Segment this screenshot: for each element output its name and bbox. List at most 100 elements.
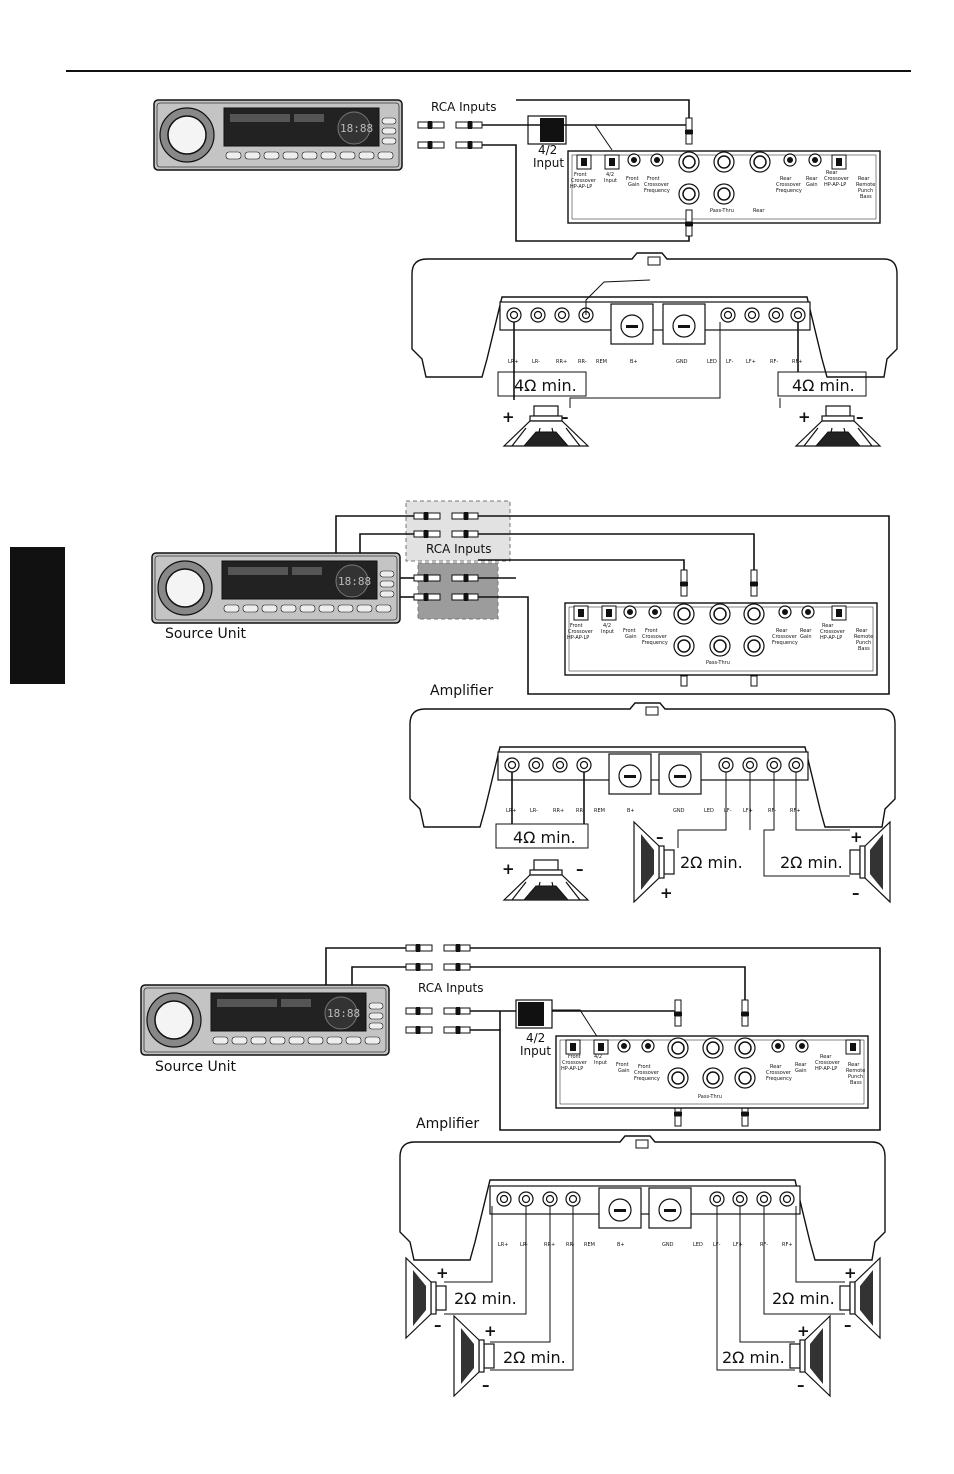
- svg-text:Front: Front: [645, 628, 658, 634]
- impedance-label-2a: 4Ω min.: [513, 828, 576, 847]
- svg-text:LF-: LF-: [726, 359, 734, 365]
- source-unit-label-2: Source Unit: [165, 626, 247, 642]
- svg-text:HP-AP-LP: HP-AP-LP: [815, 1066, 837, 1072]
- svg-text:+: +: [797, 1322, 810, 1340]
- svg-text:Rear: Rear: [822, 623, 834, 629]
- svg-text:HP-AP-LP: HP-AP-LP: [561, 1066, 583, 1072]
- svg-text:+: +: [484, 1322, 497, 1340]
- svg-text:B+: B+: [617, 1242, 625, 1248]
- svg-text:Rear: Rear: [856, 628, 868, 634]
- svg-text:Remote: Remote: [846, 1068, 865, 1074]
- svg-text:Pass-Thru: Pass-Thru: [698, 1094, 722, 1100]
- impedance-label-1a: 4Ω min.: [514, 376, 577, 395]
- svg-text:+: +: [844, 1264, 857, 1282]
- svg-text:–: –: [561, 408, 569, 426]
- svg-text:Remote: Remote: [854, 634, 873, 640]
- svg-text:RR+: RR+: [553, 808, 564, 814]
- svg-text:–: –: [576, 860, 584, 878]
- input-42-label-1: 4/2: [538, 143, 557, 157]
- svg-text:Rear: Rear: [826, 170, 838, 176]
- svg-text:+: +: [502, 860, 515, 878]
- svg-text:Crossover: Crossover: [568, 629, 594, 635]
- svg-text:Rear: Rear: [858, 176, 870, 182]
- svg-text:RF+: RF+: [790, 808, 801, 814]
- svg-text:–: –: [844, 1316, 852, 1334]
- svg-text:4/2: 4/2: [603, 623, 611, 629]
- source-unit-2: [151, 552, 401, 624]
- svg-text:Bass: Bass: [860, 194, 872, 200]
- svg-text:Rear: Rear: [800, 628, 812, 634]
- svg-text:LR-: LR-: [520, 1242, 528, 1248]
- svg-text:Gain: Gain: [628, 182, 640, 188]
- svg-text:–: –: [797, 1376, 805, 1394]
- svg-text:+: +: [502, 408, 515, 426]
- svg-text:Rear: Rear: [780, 176, 792, 182]
- svg-text:Rear: Rear: [848, 1062, 860, 1068]
- impedance-label-2c: 2Ω min.: [780, 853, 843, 872]
- rca-cables-1: [417, 120, 483, 150]
- svg-text:Front: Front: [623, 628, 636, 634]
- svg-text:Front: Front: [568, 1054, 581, 1060]
- svg-text:Crossover: Crossover: [644, 182, 670, 188]
- section-side-tab: [10, 547, 65, 684]
- input-42-label-1b: Input: [533, 156, 564, 170]
- svg-text:LF+: LF+: [743, 808, 753, 814]
- svg-text:Frequency: Frequency: [772, 640, 798, 646]
- impedance-label-1b: 4Ω min.: [792, 376, 855, 395]
- svg-text:REM: REM: [584, 1242, 595, 1248]
- svg-text:Front: Front: [638, 1064, 651, 1070]
- svg-text:Gain: Gain: [625, 634, 637, 640]
- svg-text:Gain: Gain: [618, 1068, 630, 1074]
- svg-text:–: –: [434, 1316, 442, 1334]
- source-unit-1: [153, 99, 403, 171]
- svg-text:Input: Input: [594, 1060, 607, 1066]
- input-42-label-3b: Input: [520, 1044, 551, 1058]
- rca-inputs-label-3: RCA Inputs: [418, 981, 483, 995]
- svg-text:HP-AP-LP: HP-AP-LP: [567, 635, 589, 641]
- svg-text:Crossover: Crossover: [776, 182, 802, 188]
- diagram-3: Source Unit RCA Inputs 4/2 Input: [140, 943, 886, 1397]
- diagram-2: Source Unit RCA Inputs: [151, 500, 896, 903]
- source-unit-3: [140, 984, 390, 1056]
- svg-text:Gain: Gain: [800, 634, 812, 640]
- amplifier-label-2: Amplifier: [430, 683, 493, 699]
- rca-inputs-label-1: RCA Inputs: [431, 100, 496, 114]
- svg-text:Rear: Rear: [776, 628, 788, 634]
- impedance-label-3c: 2Ω min.: [772, 1289, 835, 1308]
- impedance-label-3a: 2Ω min.: [454, 1289, 517, 1308]
- svg-text:Frequency: Frequency: [634, 1076, 660, 1082]
- svg-text:RR-: RR-: [578, 359, 587, 365]
- svg-text:Gain: Gain: [806, 182, 818, 188]
- svg-text:REM: REM: [594, 808, 605, 814]
- svg-text:Pass-Thru: Pass-Thru: [706, 660, 730, 666]
- svg-text:+: +: [798, 408, 811, 426]
- svg-text:4/2: 4/2: [594, 1054, 602, 1060]
- svg-text:LR-: LR-: [530, 808, 538, 814]
- svg-text:RF+: RF+: [782, 1242, 793, 1248]
- svg-text:REM: REM: [596, 359, 607, 365]
- svg-text:LED: LED: [704, 808, 714, 814]
- svg-text:GND: GND: [662, 1242, 674, 1248]
- diagram-1: RCA Inputs 4/2 Input Front Crossover HP-…: [153, 99, 898, 447]
- impedance-label-2b: 2Ω min.: [680, 853, 743, 872]
- svg-text:HP-AP-LP: HP-AP-LP: [824, 182, 846, 188]
- svg-text:Crossover: Crossover: [571, 178, 597, 184]
- svg-text:Pass-Thru: Pass-Thru: [710, 208, 734, 214]
- svg-text:B+: B+: [630, 359, 638, 365]
- svg-text:LED: LED: [693, 1242, 703, 1248]
- svg-text:RR-: RR-: [566, 1242, 575, 1248]
- svg-text:LF-: LF-: [724, 808, 732, 814]
- svg-text:–: –: [852, 884, 860, 902]
- svg-text:Rear: Rear: [820, 1054, 832, 1060]
- svg-text:RF-: RF-: [770, 359, 778, 365]
- svg-text:Crossover: Crossover: [642, 634, 668, 640]
- speaker-side-3d: [789, 1315, 831, 1397]
- svg-text:–: –: [656, 828, 664, 846]
- svg-text:Bass: Bass: [850, 1080, 862, 1086]
- svg-text:Front: Front: [647, 176, 660, 182]
- svg-text:Remote: Remote: [856, 182, 875, 188]
- svg-text:Rear: Rear: [795, 1062, 807, 1068]
